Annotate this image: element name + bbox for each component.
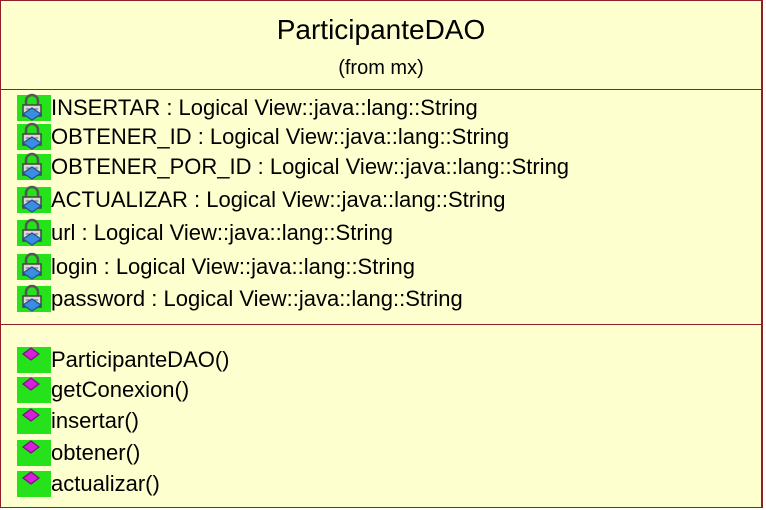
attribute-label: url : Logical View::java::lang::String	[51, 220, 393, 245]
operation-row[interactable]: getConexion()	[17, 375, 189, 405]
operation-row[interactable]: obtener()	[17, 438, 140, 468]
class-package: (from mx)	[338, 57, 424, 79]
private-attribute-lock-icon	[17, 185, 51, 215]
public-operation-diamond-icon	[17, 375, 51, 405]
class-name: ParticipanteDAO	[276, 14, 486, 45]
private-attribute-lock-icon	[17, 122, 51, 152]
attribute-label: INSERTAR : Logical View::java::lang::Str…	[51, 95, 478, 120]
attribute-label: password : Logical View::java::lang::Str…	[51, 286, 463, 311]
private-attribute-lock-icon	[17, 218, 51, 248]
operation-row[interactable]: insertar()	[17, 406, 139, 436]
public-operation-diamond-icon	[17, 406, 51, 436]
operation-row[interactable]: ParticipanteDAO()	[17, 345, 230, 375]
attribute-label: login : Logical View::java::lang::String	[51, 254, 416, 279]
private-attribute-lock-icon	[17, 284, 51, 314]
attribute-row[interactable]: password : Logical View::java::lang::Str…	[17, 284, 463, 314]
attribute-row[interactable]: OBTENER_POR_ID : Logical View::java::lan…	[17, 152, 569, 182]
attribute-label: OBTENER_POR_ID : Logical View::java::lan…	[51, 154, 570, 179]
public-operation-diamond-icon	[17, 469, 51, 499]
operation-label: insertar()	[51, 408, 140, 433]
operation-label: ParticipanteDAO()	[51, 347, 230, 372]
private-attribute-lock-icon	[17, 252, 51, 282]
public-operation-diamond-icon	[17, 438, 51, 468]
operation-label: getConexion()	[51, 377, 190, 402]
attribute-row[interactable]: INSERTAR : Logical View::java::lang::Str…	[17, 93, 478, 123]
attribute-row[interactable]: login : Logical View::java::lang::String	[17, 252, 415, 282]
public-operation-diamond-icon	[17, 345, 51, 375]
private-attribute-lock-icon	[17, 152, 51, 182]
operation-label: obtener()	[51, 440, 141, 465]
attribute-label: ACTUALIZAR : Logical View::java::lang::S…	[51, 187, 506, 212]
operations-compartment: ParticipanteDAO() getConexion() insertar…	[1, 325, 761, 507]
operation-label: actualizar()	[51, 471, 160, 496]
attributes-compartment: INSERTAR : Logical View::java::lang::Str…	[1, 89, 761, 325]
attribute-row[interactable]: url : Logical View::java::lang::String	[17, 218, 393, 248]
private-attribute-lock-icon	[17, 93, 51, 123]
operation-row[interactable]: actualizar()	[17, 469, 160, 499]
attribute-row[interactable]: OBTENER_ID : Logical View::java::lang::S…	[17, 122, 509, 152]
attribute-row[interactable]: ACTUALIZAR : Logical View::java::lang::S…	[17, 185, 505, 215]
class-name-compartment: ParticipanteDAO (from mx)	[1, 1, 761, 90]
attribute-label: OBTENER_ID : Logical View::java::lang::S…	[51, 124, 510, 149]
